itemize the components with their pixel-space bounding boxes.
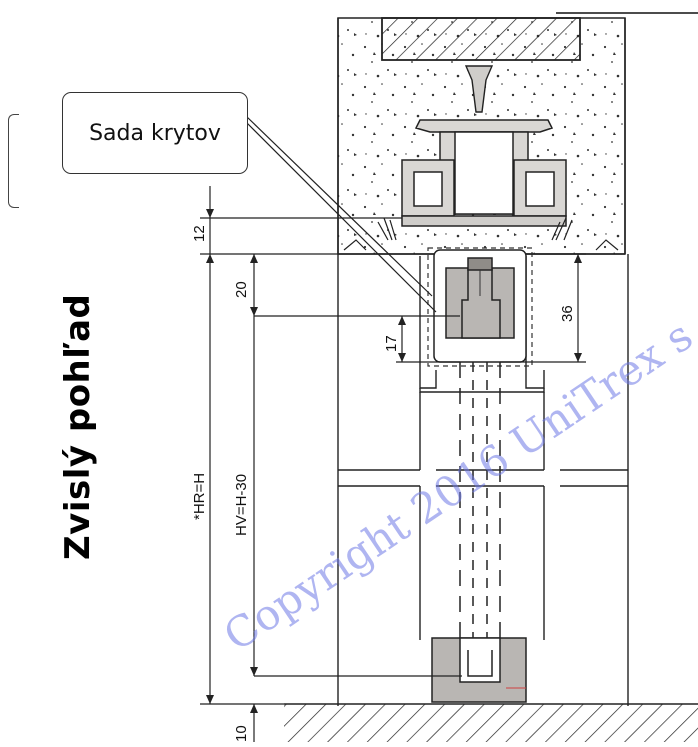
dim-hr-label: *HR=H [191,473,208,520]
callout-label: Sada krytov [89,120,221,146]
floor-guide [431,637,527,703]
callout-box: Sada krytov [62,92,248,174]
side-bracket [8,114,19,208]
floor-hatch [284,704,698,742]
dim-20-label: 20 [233,281,250,298]
view-title: Zvislý pohľad [58,293,98,560]
top-rail-profile [401,119,567,227]
dim-12-label: 12 [191,225,208,242]
dim-10-label: 10 [233,725,250,742]
roller-carriage [433,249,527,363]
dim-17-label: 17 [383,335,400,352]
dimension-arrows [206,209,582,713]
cover-set-highlight [427,247,533,367]
door-frame [337,254,629,706]
ceiling-anchor [464,65,494,113]
dim-hv-label: HV=H-30 [233,474,250,536]
ceiling-beam-hatch [381,17,581,61]
dim-36-label: 36 [559,305,576,322]
seal-brushes [343,217,619,251]
dimension-lines [200,186,586,742]
callout-leader-lines [245,115,437,313]
break-lines [338,392,628,640]
